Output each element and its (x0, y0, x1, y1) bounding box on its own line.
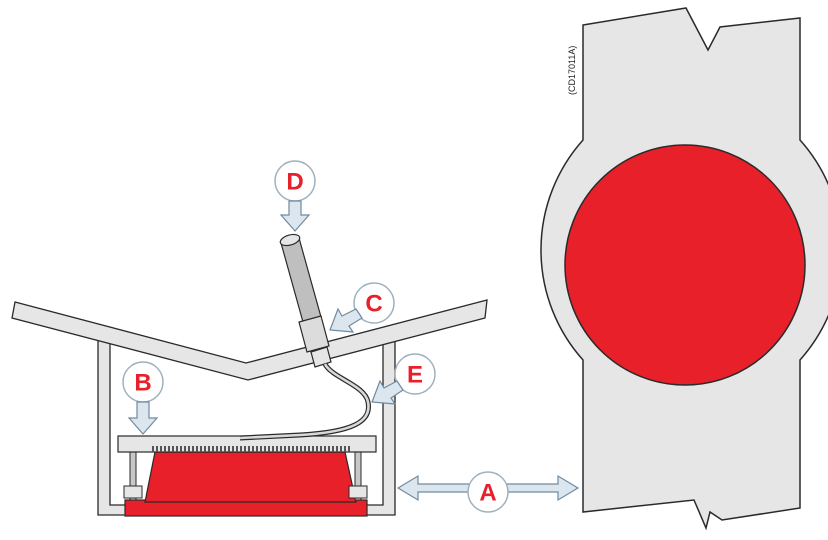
figure-code: (CD17011A) (567, 46, 577, 95)
red-disc (564, 144, 806, 386)
callout-b-label: B (134, 370, 151, 397)
red-block (144, 451, 357, 503)
callout-a: A (396, 471, 580, 513)
beam-section (540, 7, 828, 531)
probe-tip (310, 346, 332, 368)
callout-a-label: A (479, 480, 496, 507)
callout-b: B (122, 361, 164, 435)
callout-a-bubble (467, 471, 509, 513)
mount-assembly (117, 435, 377, 517)
callout-e: E (371, 353, 436, 405)
sensor-probe (239, 233, 371, 441)
callout-c-bubble (353, 282, 395, 324)
callout-c: C (329, 282, 395, 333)
callout-c-label: C (365, 291, 382, 318)
callout-e-arrow (371, 379, 404, 405)
callout-b-arrow (127, 401, 159, 435)
probe-body (280, 237, 322, 323)
probe-top (279, 233, 301, 247)
callout-e-bubble (394, 353, 436, 395)
angled-plate (11, 299, 488, 381)
callout-e-label: E (407, 362, 423, 389)
nut-right (348, 485, 368, 499)
nut-left (123, 485, 143, 499)
callout-d-label: D (286, 169, 303, 196)
callout-d-arrow (279, 200, 311, 232)
callout-c-arrow (329, 307, 363, 333)
plate-teeth (150, 446, 350, 452)
cable-inner (239, 363, 370, 440)
probe-collar (298, 315, 330, 353)
callout-d: D (274, 160, 316, 232)
